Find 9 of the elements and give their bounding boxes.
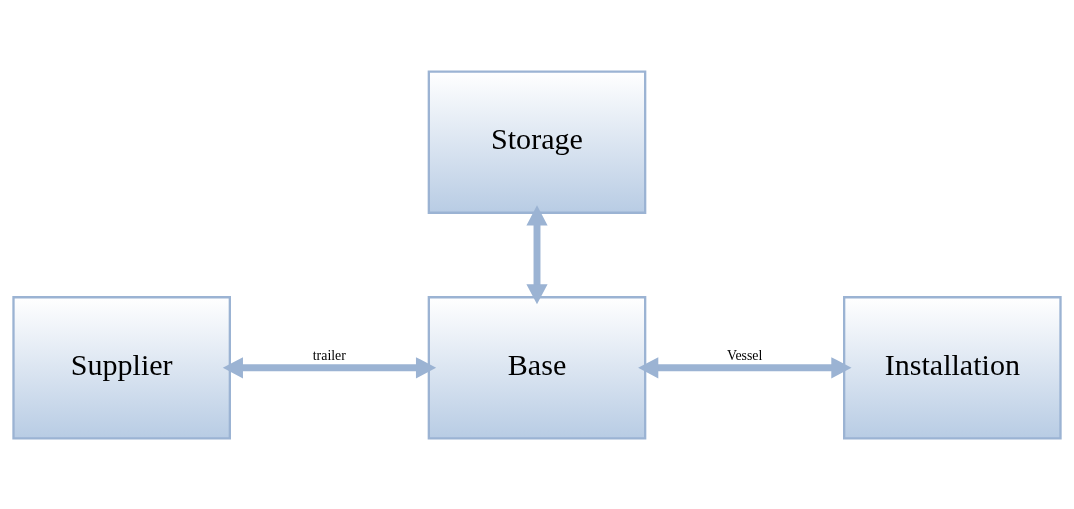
node-box: Supplier xyxy=(12,295,231,440)
node-box: Storage xyxy=(427,69,647,214)
edge-label: Vessel xyxy=(726,347,763,363)
arrow xyxy=(638,356,852,378)
node-box: Installation xyxy=(843,295,1062,440)
arrow xyxy=(526,204,548,304)
edge-label: trailer xyxy=(312,347,346,363)
node-box: Base xyxy=(427,295,647,440)
arrow xyxy=(222,356,437,378)
